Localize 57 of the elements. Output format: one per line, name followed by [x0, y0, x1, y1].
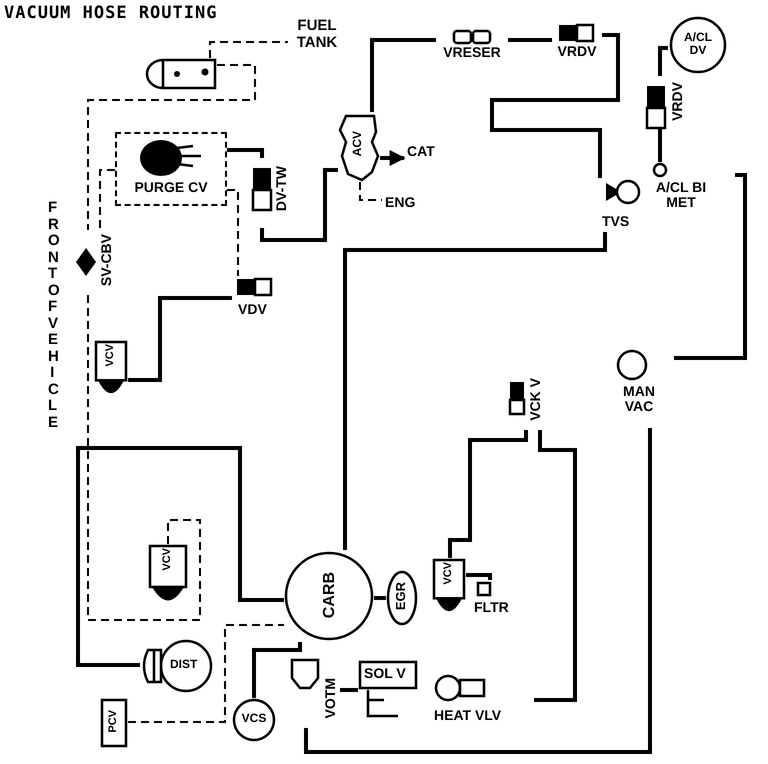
vacuum-hose	[260, 168, 338, 242]
dashed-hose	[227, 189, 239, 276]
vacuum-hose	[227, 148, 264, 158]
vacuum-hose	[340, 688, 358, 692]
component-label: SV-CBV	[99, 234, 114, 286]
dashed-hose	[87, 295, 201, 621]
component-label: A/CL BI MET	[654, 180, 708, 211]
diagram-title: VACUUM HOSE ROUTING	[4, 3, 218, 23]
component-label: VCV	[442, 562, 454, 585]
component-label: FUEL TANK	[296, 18, 338, 51]
vacuum-hose	[674, 173, 747, 360]
component-label: VCV	[104, 344, 116, 367]
vacuum-hose	[343, 232, 607, 550]
component-label: DV-TW	[274, 166, 290, 212]
vacuum-hose	[76, 446, 284, 667]
component-label: VRDV	[556, 44, 598, 60]
dashed-hose	[209, 41, 288, 58]
dashed-enclosure	[115, 132, 227, 206]
vacuum-hose	[304, 428, 652, 754]
component-label: A/CL DV	[683, 31, 713, 58]
vacuum-hose	[658, 128, 662, 162]
vacuum-hose	[658, 46, 668, 76]
component-label: ACV	[351, 131, 364, 156]
component-label: PURGE CV	[133, 180, 209, 196]
vacuum-hose	[490, 33, 620, 178]
vacuum-hose	[534, 430, 577, 702]
vacuum-hose	[374, 596, 386, 600]
component-label: VOTM	[323, 678, 338, 718]
vacuum-hose	[128, 296, 232, 382]
component-label: VCS	[240, 712, 268, 726]
vacuum-hose	[380, 150, 406, 166]
component-label: VCK V	[528, 378, 544, 421]
dashed-hose	[87, 64, 256, 230]
component-label: ENG	[385, 195, 416, 210]
component-label: FLTR	[474, 600, 509, 616]
component-label: MAN VAC	[622, 384, 656, 415]
vacuum-hose	[370, 38, 436, 112]
component-label: HEAT VLV	[434, 708, 502, 724]
component-label: DIST	[170, 658, 198, 672]
component-label: VDV	[238, 302, 267, 318]
component-label: SOL V	[364, 666, 406, 682]
component-label: CAT	[407, 144, 435, 160]
vacuum-hose	[508, 38, 552, 42]
component-label: VRESER	[442, 45, 502, 60]
dashed-hose	[128, 624, 284, 723]
side-note: FRONT OF VEHICLE	[48, 200, 56, 431]
vacuum-hose	[466, 573, 492, 580]
dashed-hose	[99, 169, 115, 230]
dashed-hose	[359, 182, 382, 201]
component-label: EGR	[394, 582, 408, 610]
vacuum-hose	[448, 430, 528, 558]
component-label: VRDV	[670, 82, 686, 121]
component-label: CARB	[321, 572, 339, 618]
vacuum-hose	[252, 642, 302, 698]
component-label: PCV	[107, 710, 120, 733]
component-label: VCV	[161, 548, 174, 571]
component-label: TVS	[602, 214, 630, 230]
